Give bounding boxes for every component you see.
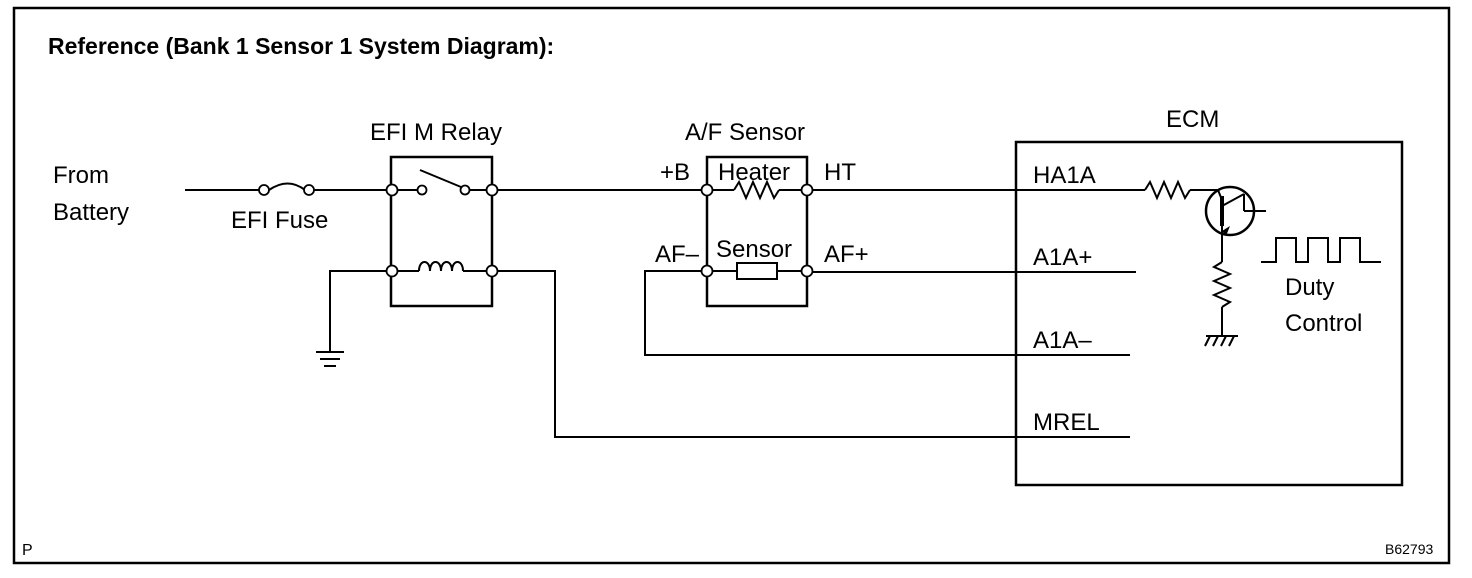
chassis-ground-icon	[1204, 335, 1238, 347]
pulldown-resistor	[1211, 238, 1233, 335]
efi-m-relay	[385, 155, 499, 308]
diagram-frame	[12, 6, 1451, 565]
diagram-title: Reference (Bank 1 Sensor 1 System Diagra…	[48, 33, 554, 59]
duty-waveform-icon	[1261, 237, 1381, 263]
ecm-pin-mrel: MREL	[1033, 409, 1100, 436]
af-minus-wire	[644, 270, 1130, 356]
ecm-label: ECM	[1166, 106, 1219, 133]
ecm-driver-transistor	[1144, 179, 1266, 238]
pin-plus-b-label: +B	[660, 159, 690, 186]
pin-ht-label: HT	[824, 159, 856, 186]
duty-control-label-line2: Control	[1285, 310, 1362, 337]
from-battery-label-line2: Battery	[53, 199, 129, 226]
mrel-wire	[497, 270, 1130, 438]
duty-control-label-line1: Duty	[1285, 274, 1334, 301]
figure-id: B62793	[1385, 541, 1433, 557]
ecm-box	[1014, 140, 1404, 487]
efi-fuse-label: EFI Fuse	[231, 207, 328, 234]
efi-fuse	[185, 182, 388, 196]
from-battery-label-line1: From	[53, 162, 109, 189]
pin-af-minus-label: AF–	[655, 241, 700, 268]
sensor-element-label: Sensor	[716, 236, 792, 263]
ecm-pin-a1a-minus: A1A–	[1033, 327, 1092, 354]
ground-symbol	[316, 270, 386, 367]
pin-af-plus-label: AF+	[824, 241, 869, 268]
ecm-pin-ha1a: HA1A	[1033, 162, 1096, 189]
af-sensor	[700, 155, 814, 308]
af-sensor-label: A/F Sensor	[685, 119, 805, 146]
footer-left-code: P	[22, 542, 33, 559]
efi-m-relay-label: EFI M Relay	[370, 119, 502, 146]
ecm-pin-a1a-plus: A1A+	[1033, 244, 1092, 271]
heater-label: Heater	[718, 159, 790, 186]
